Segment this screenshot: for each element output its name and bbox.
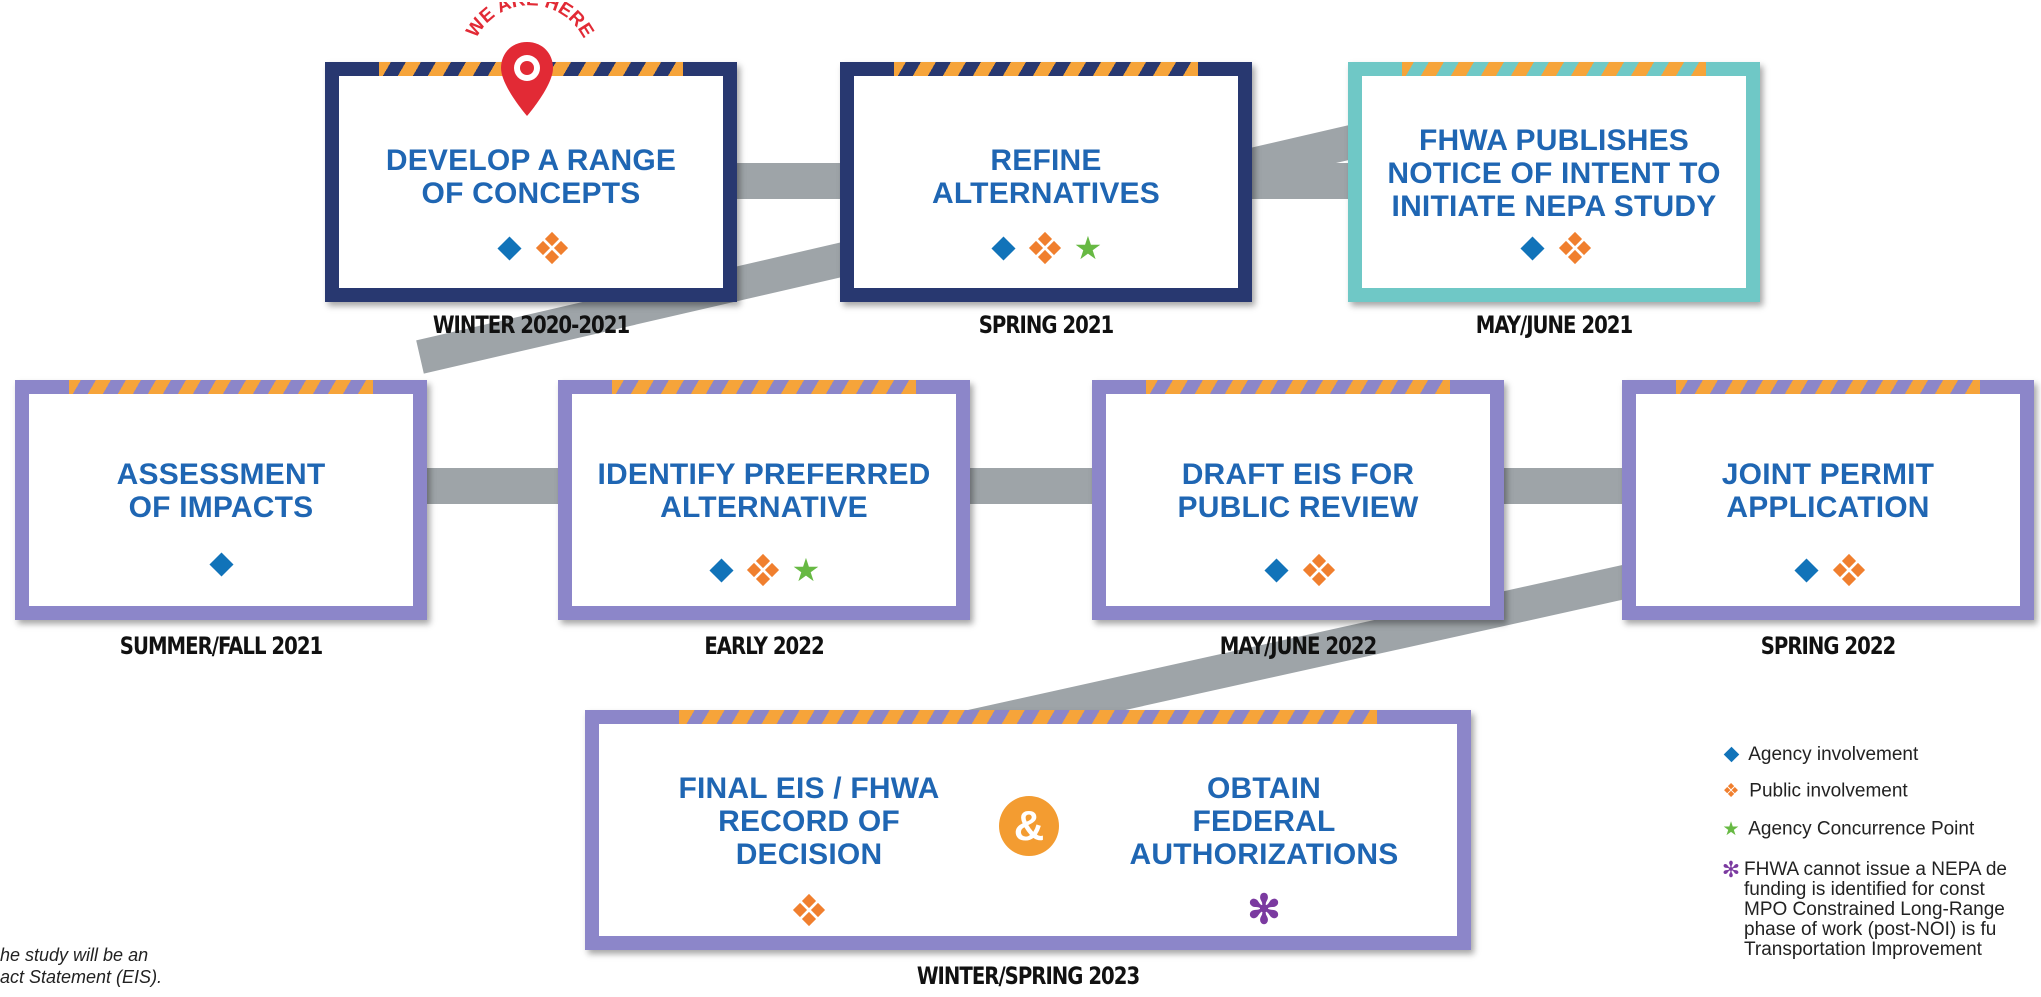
svg-text:WE ARE HERE: WE ARE HERE (462, 2, 597, 41)
legend-agency: Agency involvement (1718, 744, 1918, 766)
step-date: SUMMER/FALL 2021 (119, 632, 323, 660)
involvement-icons (619, 893, 999, 927)
agency-diamond-icon (208, 552, 234, 577)
concurrence-star-icon: ★ (791, 552, 821, 588)
public-cross-icon (792, 893, 826, 927)
public-cross-icon (1302, 553, 1335, 587)
step-date: MAY/JUNE 2021 (1475, 311, 1633, 339)
box-stripe (679, 710, 1377, 724)
involvement-icons: ★ (854, 230, 1238, 266)
agency-diamond-icon (991, 235, 1016, 261)
ampersand-badge: & (999, 796, 1059, 856)
legend-public-label: Public involvement (1749, 780, 1908, 802)
public-cross-icon (1029, 231, 1062, 265)
federal-asterisk-icon: ✻ (1247, 888, 1281, 932)
agency-diamond-icon (497, 235, 522, 261)
public-cross-icon (535, 231, 568, 265)
federal-asterisk-icon: ✻ (1721, 857, 1741, 882)
concurrence-star-icon: ★ (1073, 230, 1103, 266)
step-date: WINTER/SPRING 2023 (916, 962, 1140, 990)
box-stripe (612, 380, 916, 394)
step-date: EARLY 2022 (704, 632, 824, 660)
involvement-icons (29, 552, 413, 577)
connector-4-5 (420, 468, 570, 504)
public-cross-icon (1832, 553, 1865, 587)
agency-diamond-icon (1794, 557, 1819, 583)
agency-diamond-icon (1264, 557, 1289, 583)
box-stripe (1676, 380, 1980, 394)
involvement-icons (339, 231, 723, 265)
concurrence-star-icon: ★ (1722, 819, 1740, 840)
involvement-icons: ✻ (1079, 888, 1449, 932)
box-stripe (69, 380, 373, 394)
box-stripe (1402, 62, 1706, 76)
connector-1-2 (730, 163, 845, 199)
public-cross-icon: ❖ (1722, 781, 1740, 802)
public-cross-icon (747, 553, 780, 587)
we-are-here-label: WE ARE HERE (462, 2, 597, 41)
legend-concurrence-label: Agency Concurrence Point (1748, 818, 1975, 840)
agency-diamond-icon (709, 557, 734, 583)
involvement-icons (1106, 553, 1490, 587)
involvement-icons (1636, 553, 2020, 587)
legend-agency-label: Agency involvement (1748, 744, 1919, 766)
box-stripe (894, 62, 1198, 76)
public-cross-icon (1558, 231, 1591, 265)
location-pin-icon (501, 42, 553, 116)
footnote: he study will be an act Statement (EIS). (0, 945, 163, 987)
legend-concurrence: ★ Agency Concurrence Point (1718, 818, 1974, 841)
step-date: SPRING 2022 (1760, 632, 1896, 660)
connector-5-6 (960, 468, 1100, 504)
connector-6-7 (1500, 468, 1640, 504)
legend-public: ❖ Public involvement (1718, 780, 1908, 803)
legend-note: ✻ FHWA cannot issue a NEPA de funding is… (1718, 857, 2007, 960)
agency-diamond-icon (1718, 744, 1744, 766)
step-date: SPRING 2021 (978, 311, 1114, 339)
step-date: WINTER 2020-2021 (432, 311, 630, 339)
involvement-icons: ★ (572, 552, 956, 588)
involvement-icons (1362, 231, 1746, 265)
step-date: MAY/JUNE 2022 (1219, 632, 1377, 660)
agency-diamond-icon (1520, 235, 1545, 261)
box-stripe (1146, 380, 1450, 394)
